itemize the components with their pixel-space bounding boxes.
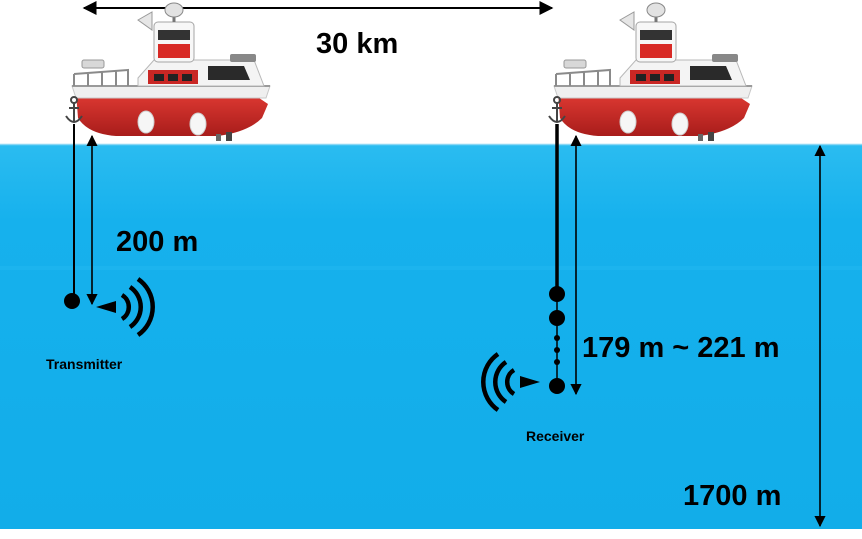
receiver-node [549, 310, 565, 326]
receiver-node [549, 286, 565, 302]
receiver-boat [552, 1, 754, 143]
receiver-dot [554, 359, 560, 365]
receiver-label: Receiver [526, 428, 585, 444]
anchor-icon [548, 96, 566, 123]
receiver-dot [554, 335, 560, 341]
transmitter-label: Transmitter [46, 356, 123, 372]
anchor-icon [65, 96, 83, 123]
sea [0, 144, 862, 529]
transmitter-depth-label: 200 m [116, 226, 199, 258]
transmitter-node [64, 293, 80, 309]
transmitter-boat [70, 1, 272, 143]
receiver-depth-label: 179 m ~ 221 m [582, 332, 780, 364]
distance-label: 30 km [316, 28, 399, 60]
sea-depth-band [0, 266, 862, 270]
receiver-dot [554, 347, 560, 353]
water-depth-label: 1700 m [683, 480, 782, 512]
receiver-node [549, 378, 565, 394]
